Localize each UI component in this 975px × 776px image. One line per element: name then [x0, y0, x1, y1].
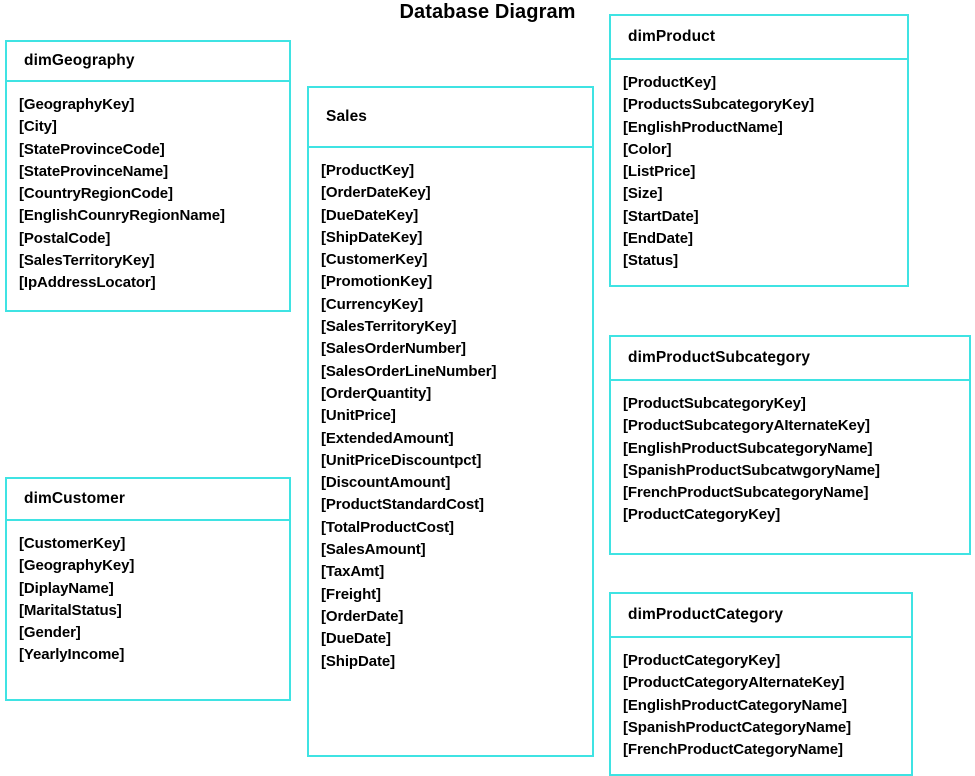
entity-field-list-dimgeography: [GeographyKey] [City] [StateProvinceCode…	[7, 82, 289, 295]
entity-field: [ProductsSubcategoryKey]	[623, 96, 814, 114]
entity-field: [OrderDate]	[321, 607, 404, 625]
entity-field: [SpanishProductCategoryName]	[623, 718, 852, 736]
entity-field: [ProductCategoryAIternateKey]	[623, 674, 845, 692]
entity-field: [City]	[19, 118, 57, 136]
entity-field: [ProductKey]	[321, 162, 414, 179]
entity-dimproductsubcategory[interactable]: dimProductSubcategory [ProductSubcategor…	[609, 335, 971, 555]
entity-title: dimGeography	[24, 52, 135, 69]
entity-field: [OrderDateKey]	[321, 184, 431, 202]
entity-field: [DueDate]	[321, 630, 391, 648]
entity-field: [GeographyKey]	[19, 557, 135, 575]
entity-field: [ProductCategoryKey]	[623, 652, 781, 669]
entity-field: [FrenchProductCategoryName]	[623, 741, 843, 759]
entity-field: [EnglishProductSubcategoryName]	[623, 439, 873, 457]
entity-dimproduct[interactable]: dimProduct [ProductKey] [ProductsSubcate…	[609, 14, 909, 287]
entity-field: [ExtendedAmount]	[321, 429, 454, 447]
entity-title: dimProductCategory	[628, 606, 784, 623]
entity-field: [ProductSubcategoryKey]	[623, 395, 806, 412]
entity-field: [GeographyKey]	[19, 96, 135, 113]
entity-field: [TaxAmt]	[321, 563, 385, 581]
entity-field: [DiscountAmount]	[321, 474, 451, 492]
entity-field: [MaritalStatus]	[19, 601, 122, 619]
entity-field: [ShipDateKey]	[321, 228, 423, 246]
entity-field-list-dimproductsubcategory: [ProductSubcategoryKey] [ProductSubcateg…	[611, 381, 969, 527]
entity-field-list-dimproduct: [ProductKey] [ProductsSubcategoryKey] [E…	[611, 60, 907, 273]
entity-field: [TotalProductCost]	[321, 518, 454, 536]
entity-header-dimproductcategory: dimProductCategory	[611, 594, 911, 638]
page-title: Database Diagram	[399, 1, 576, 23]
entity-field-list-sales: [ProductKey] [OrderDateKey] [DueDateKey]…	[309, 148, 592, 673]
entity-field-list-dimcustomer: [CustomerKey] [GeographyKey] [DiplayName…	[7, 521, 289, 667]
entity-header-dimcustomer: dimCustomer	[7, 479, 289, 521]
entity-field: [DiplayName]	[19, 579, 114, 597]
entity-field: [EnglishProductCategoryName]	[623, 696, 847, 714]
entity-field: [SalesAmount]	[321, 541, 426, 559]
entity-field: [SalesTerritoryKey]	[19, 252, 155, 270]
entity-field: [UnitPriceDiscountpct]	[321, 451, 482, 469]
entity-field: [EndDate]	[623, 230, 693, 248]
entity-field: [UnitPrice]	[321, 407, 396, 425]
entity-field: [SalesTerritoryKey]	[321, 318, 457, 336]
entity-title: dimCustomer	[24, 490, 126, 507]
entity-sales[interactable]: Sales [ProductKey] [OrderDateKey] [DueDa…	[307, 86, 594, 757]
entity-field: [CustomerKey]	[321, 251, 428, 269]
entity-field: [OrderQuantity]	[321, 384, 432, 402]
entity-field: [Gender]	[19, 624, 81, 642]
entity-dimproductcategory[interactable]: dimProductCategory [ProductCategoryKey] …	[609, 592, 913, 776]
entity-header-dimproductsubcategory: dimProductSubcategory	[611, 337, 969, 381]
entity-field: [StateProvinceName]	[19, 162, 168, 180]
entity-field: [CurrencyKey]	[321, 295, 424, 313]
entity-field: [FrenchProductSubcategoryName]	[623, 484, 869, 502]
entity-field: [StartDate]	[623, 207, 699, 225]
entity-title: Sales	[326, 108, 368, 125]
entity-field: [DueDateKey]	[321, 206, 419, 224]
entity-field: [ProductCategoryKey]	[623, 506, 781, 524]
entity-field: [Status]	[623, 252, 679, 270]
entity-field-list-dimproductcategory: [ProductCategoryKey] [ProductCategoryAIt…	[611, 638, 911, 761]
entity-field: [EnglishCounryRegionName]	[19, 207, 225, 225]
entity-field: [ListPrice]	[623, 163, 696, 181]
entity-field: [SpanishProductSubcatwgoryName]	[623, 461, 880, 479]
entity-header-dimproduct: dimProduct	[611, 16, 907, 60]
entity-title: dimProductSubcategory	[628, 349, 811, 366]
entity-title: dimProduct	[628, 28, 716, 45]
entity-field: [Color]	[623, 140, 672, 158]
entity-field: [ProductStandardCost]	[321, 496, 484, 514]
entity-dimgeography[interactable]: dimGeography [GeographyKey] [City] [Stat…	[5, 40, 291, 312]
entity-header-dimgeography: dimGeography	[7, 42, 289, 82]
entity-field: [PostalCode]	[19, 229, 111, 247]
entity-field: [SalesOrderNumber]	[321, 340, 466, 358]
entity-field: [ProductSubcategoryAIternateKey]	[623, 417, 870, 435]
entity-field: [PromotionKey]	[321, 273, 433, 291]
entity-field: [ShipDate]	[321, 652, 396, 670]
entity-field: [StateProvinceCode]	[19, 140, 165, 158]
entity-field: [CustomerKey]	[19, 535, 126, 552]
entity-field: [IpAddressLocator]	[19, 274, 156, 292]
entity-field: [YearlyIncome]	[19, 646, 125, 664]
entity-field: [EnglishProductName]	[623, 118, 783, 136]
entity-field: [ProductKey]	[623, 74, 716, 91]
entity-field: [SalesOrderLineNumber]	[321, 362, 497, 380]
entity-dimcustomer[interactable]: dimCustomer [CustomerKey] [GeographyKey]…	[5, 477, 291, 701]
entity-header-sales: Sales	[309, 88, 592, 148]
entity-field: [Freight]	[321, 585, 381, 603]
entity-field: [Size]	[623, 185, 663, 203]
entity-field: [CountryRegionCode]	[19, 185, 173, 203]
